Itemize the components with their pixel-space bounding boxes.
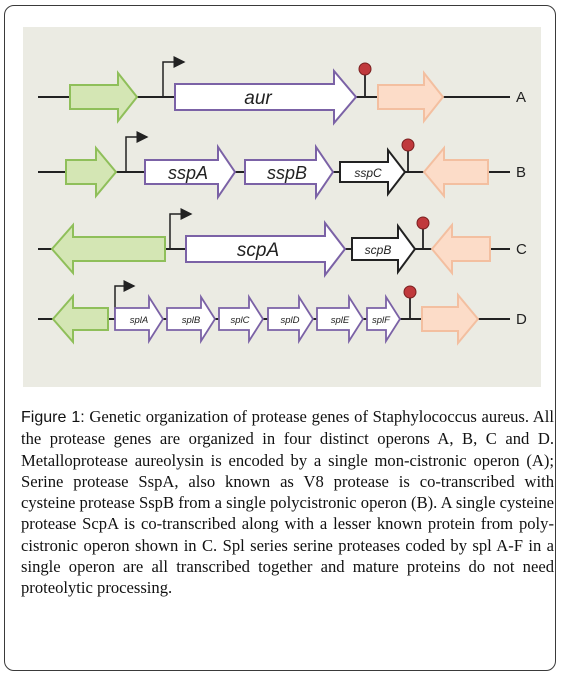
gene-label-sspA: sspA (168, 163, 208, 183)
promoter-arrow (125, 131, 149, 172)
gene-label-splA: splA (130, 315, 148, 326)
gene-label-sspC: sspC (354, 166, 382, 180)
gene-label-splC: splC (230, 315, 249, 326)
terminator (401, 138, 415, 172)
operon-c: scpA scpB C (38, 208, 527, 278)
gene-arrow-splE (316, 293, 365, 345)
gene-label-scpA: scpA (237, 240, 279, 261)
upstream-gene-arrow (69, 70, 139, 124)
operon-label-a: A (516, 89, 526, 106)
operon-label-c: C (516, 241, 527, 258)
gene-arrow-splC (218, 293, 265, 345)
terminator (403, 285, 417, 319)
gene-arrow-splB (166, 293, 217, 345)
gene-arrow-scpA (185, 220, 347, 278)
gene-label-sspB: sspB (267, 163, 307, 183)
gene-arrow-sspA (144, 143, 237, 201)
gene-label-splE: splE (331, 315, 350, 326)
operon-a: aur A (38, 56, 526, 126)
gene-label-aur: aur (244, 88, 272, 109)
gene-arrow-scpB (351, 222, 417, 276)
operon-b: sspA sspB sspC B (38, 131, 526, 201)
operon-d: splA splB splC splD splE splF D (38, 280, 527, 346)
gene-arrow-splA (114, 293, 165, 345)
operon-diagram: aur A sspA sspB sspC B scpA scpB (23, 27, 541, 387)
upstream-gene-arrow (51, 293, 109, 345)
terminator (416, 216, 430, 249)
upstream-gene-arrow (65, 145, 118, 199)
gene-arrow-sspC (339, 147, 407, 197)
downstream-gene-arrow (421, 292, 480, 346)
downstream-gene-arrow (430, 222, 491, 276)
promoter-arrow (162, 56, 186, 97)
terminator (358, 62, 372, 97)
upstream-gene-arrow (50, 222, 166, 276)
figure-caption: Figure 1: Genetic organization of protea… (21, 406, 554, 599)
promoter-arrow (169, 208, 193, 249)
operon-label-b: B (516, 164, 526, 181)
caption-label: Figure 1: (21, 409, 85, 426)
gene-label-scpB: scpB (365, 243, 392, 257)
gene-label-splD: splD (280, 315, 299, 326)
gene-arrow-aur (174, 68, 358, 126)
gene-label-splB: splB (182, 315, 201, 326)
downstream-gene-arrow (377, 70, 445, 124)
caption-text: Genetic organization of protease genes o… (21, 407, 555, 598)
gene-arrow-splF (366, 293, 402, 345)
operon-label-d: D (516, 311, 527, 328)
downstream-gene-arrow (422, 145, 489, 199)
gene-label-splF: splF (372, 315, 391, 326)
gene-arrow-sspB (244, 143, 335, 201)
gene-arrow-splD (267, 293, 315, 345)
